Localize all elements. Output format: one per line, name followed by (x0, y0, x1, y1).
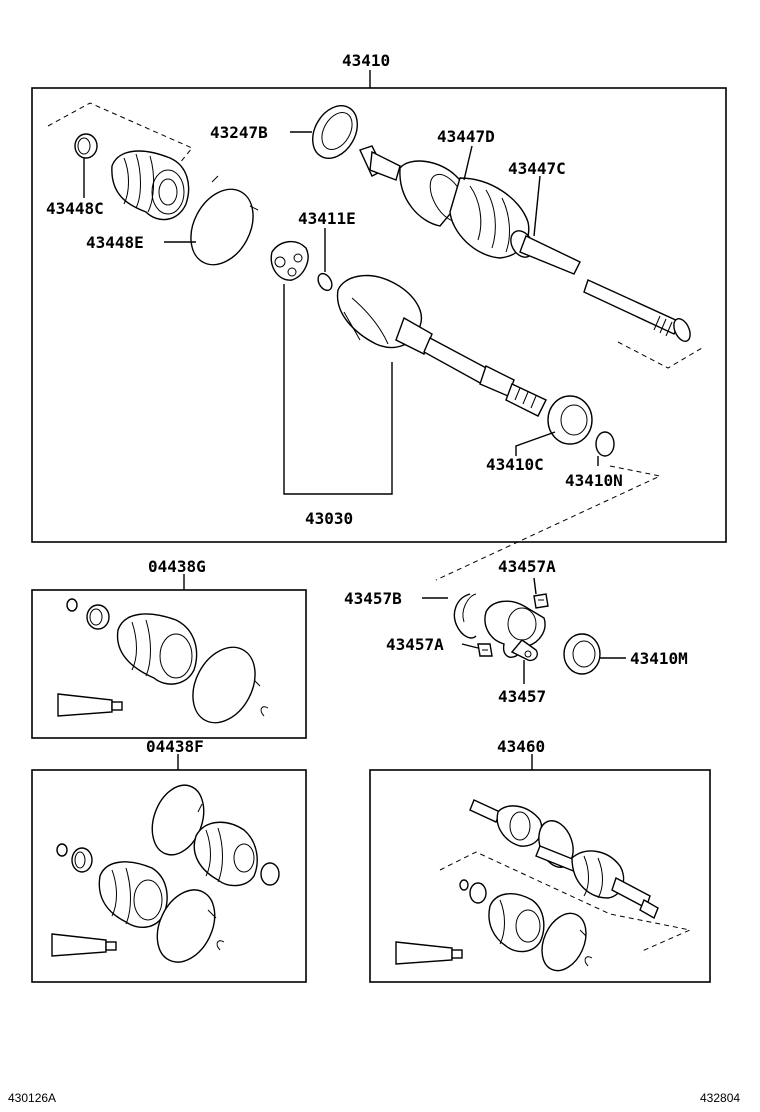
label-43460: 43460 (497, 737, 545, 756)
label-43247B: 43247B (210, 123, 268, 142)
assembly-43460-frame (369, 769, 711, 983)
label-43410M: 43410M (630, 649, 688, 668)
large-clamp-43448E (190, 175, 259, 266)
bolt-43457A-lower (477, 643, 493, 657)
label-43448C: 43448C (46, 199, 104, 218)
label-43447D: 43447D (437, 127, 495, 146)
bolt-43457A-upper (533, 593, 549, 609)
label-43410N: 43410N (565, 471, 623, 490)
label-43457: 43457 (498, 687, 546, 706)
snap-ring-43410N (595, 431, 615, 457)
outer-boot (111, 150, 190, 221)
label-43447C: 43447C (508, 159, 566, 178)
kit-04438G-frame (31, 589, 307, 739)
tripod-joint (270, 241, 309, 281)
footer-code-left: 430126A (8, 1091, 56, 1105)
label-43448E: 43448E (86, 233, 144, 252)
footer-code-right: 432804 (700, 1091, 740, 1105)
inboard-joint-housing (336, 274, 547, 417)
drive-shaft-43460-parts (395, 799, 692, 972)
kit-g-parts (57, 598, 269, 724)
assembly-43410-frame (31, 87, 727, 543)
label-43410: 43410 (342, 51, 390, 70)
label-43457A-lower: 43457A (386, 635, 444, 654)
snap-ring-43411E (317, 272, 333, 292)
snap-ring-43457B (453, 593, 477, 639)
label-43411E: 43411E (298, 209, 356, 228)
label-04438G: 04438G (148, 557, 206, 576)
label-43457B: 43457B (344, 589, 402, 608)
label-43410C: 43410C (486, 455, 544, 474)
label-04438F: 04438F (146, 737, 204, 756)
kit-f-parts (51, 784, 280, 963)
small-clamp-43448C (74, 133, 98, 159)
seal-43410M (563, 633, 601, 675)
kit-04438F-frame (31, 769, 307, 983)
label-43457A-upper: 43457A (498, 557, 556, 576)
bearing-bracket-43457 (484, 600, 546, 662)
bearing-43410C (547, 395, 593, 445)
label-43030: 43030 (305, 509, 353, 528)
dust-deflector-43247B (312, 105, 358, 159)
drive-shaft-outboard (359, 145, 691, 342)
